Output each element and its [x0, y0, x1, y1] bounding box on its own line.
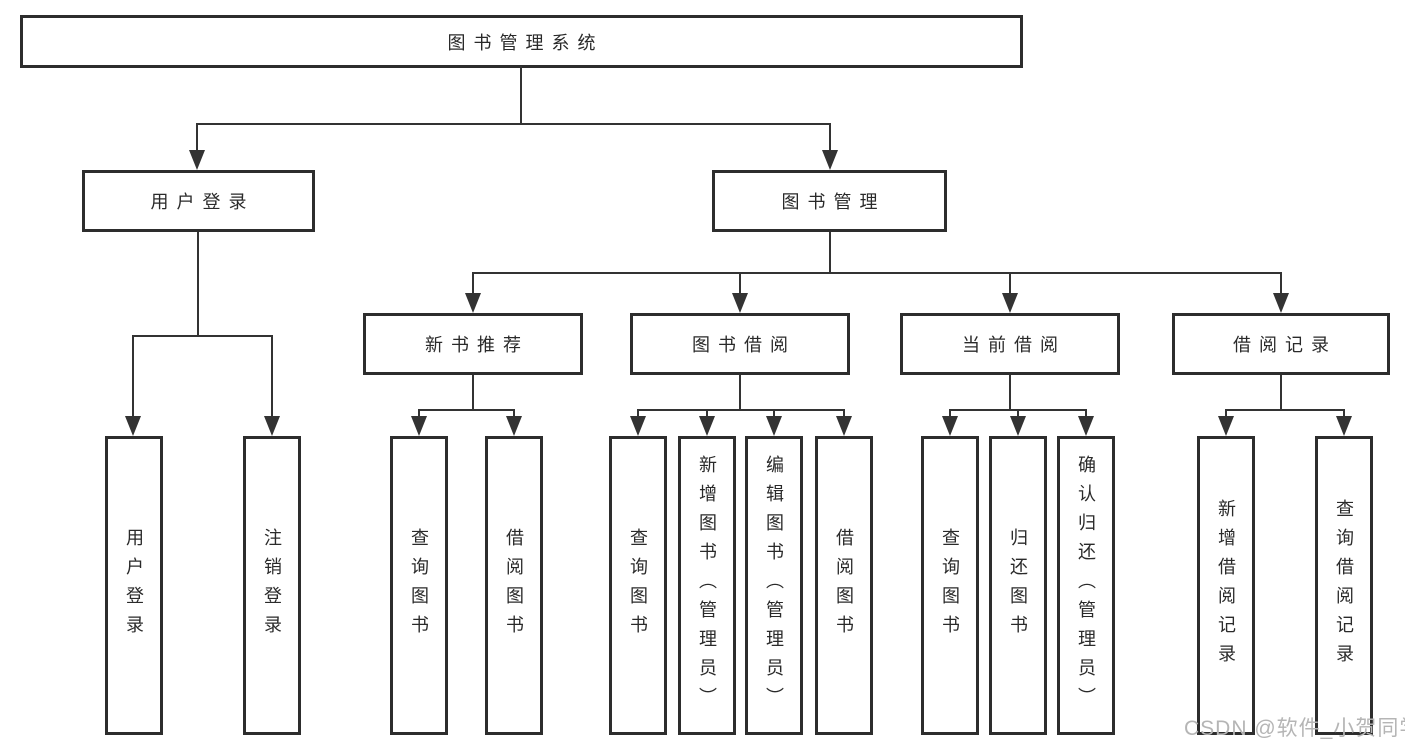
- node-user-login-branch: 用户登录: [82, 170, 315, 232]
- connector-arrow-down: [766, 409, 782, 436]
- connector-arrow-down: [125, 335, 141, 436]
- leaf-return-book: 归还图书: [989, 436, 1047, 735]
- connector-line: [197, 232, 199, 336]
- leaf-add-borrow-record: 新增借阅记录: [1197, 436, 1255, 735]
- leaf-confirm-return-admin: 确认归还（管理员）: [1057, 436, 1115, 735]
- connector-arrow-down: [465, 272, 481, 313]
- connector-arrow-down: [1002, 272, 1018, 313]
- node-current-borrowing: 当前借阅: [900, 313, 1120, 375]
- connector-arrow-down: [264, 335, 280, 436]
- leaf-query-books-borrowing: 查询图书: [609, 436, 667, 735]
- connector-arrow-down: [189, 123, 205, 170]
- connector-arrow-down: [699, 409, 715, 436]
- connector-arrow-down: [630, 409, 646, 436]
- connector-arrow-down: [822, 123, 838, 170]
- connector-line: [472, 272, 1282, 274]
- connector-arrow-down: [1273, 272, 1289, 313]
- connector-arrow-down: [411, 409, 427, 436]
- connector-arrow-down: [942, 409, 958, 436]
- connector-line: [196, 123, 831, 125]
- connector-line: [1280, 375, 1282, 410]
- connector-arrow-down: [732, 272, 748, 313]
- watermark-text: CSDN @软件_小贺同学: [1184, 717, 1405, 740]
- connector-line: [829, 232, 831, 273]
- connector-arrow-down: [1218, 409, 1234, 436]
- connector-line: [739, 375, 741, 410]
- node-borrowing-records: 借阅记录: [1172, 313, 1390, 375]
- connector-arrow-down: [1010, 409, 1026, 436]
- leaf-query-books-current: 查询图书: [921, 436, 979, 735]
- connector-line: [1225, 409, 1345, 411]
- connector-arrow-down: [1336, 409, 1352, 436]
- connector-line: [520, 66, 522, 124]
- leaf-query-borrow-record: 查询借阅记录: [1315, 436, 1373, 735]
- connector-arrow-down: [1078, 409, 1094, 436]
- node-book-management: 图书管理: [712, 170, 947, 232]
- connector-line: [472, 375, 474, 410]
- connector-arrow-down: [836, 409, 852, 436]
- connector-line: [1009, 375, 1011, 410]
- node-book-borrowing: 图书借阅: [630, 313, 850, 375]
- leaf-add-book-admin: 新增图书（管理员）: [678, 436, 736, 735]
- node-library-management-system: 图书管理系统: [20, 15, 1023, 68]
- connector-line: [637, 409, 845, 411]
- leaf-logout: 注销登录: [243, 436, 301, 735]
- leaf-user-login: 用户登录: [105, 436, 163, 735]
- leaf-query-books-recommend: 查询图书: [390, 436, 448, 735]
- connector-line: [132, 335, 273, 337]
- leaf-borrow-books-borrowing: 借阅图书: [815, 436, 873, 735]
- node-new-book-recommend: 新书推荐: [363, 313, 583, 375]
- connector-arrow-down: [506, 409, 522, 436]
- leaf-edit-book-admin: 编辑图书（管理员）: [745, 436, 803, 735]
- connector-line: [418, 409, 515, 411]
- leaf-borrow-books-recommend: 借阅图书: [485, 436, 543, 735]
